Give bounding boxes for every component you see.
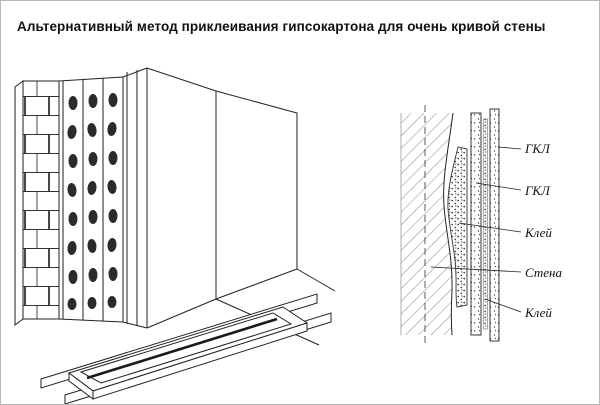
brick-pier: [14, 80, 60, 326]
label-glue-between: Клей: [524, 305, 552, 320]
leader-wall: [430, 266, 522, 273]
page-title: Альтернативный метод приклеивания гипсок…: [17, 19, 546, 34]
leader-glue-wall: [458, 222, 522, 233]
label-gkl-inner: ГКЛ: [524, 183, 551, 198]
glue-dabs: [67, 93, 118, 310]
room-corner-and-right-wall: [146, 67, 336, 346]
gypsum-board-inner: [470, 112, 482, 336]
floor-sheet: [67, 306, 309, 400]
brick-face: [22, 80, 60, 320]
leader-lines: [430, 146, 522, 313]
detail-labels: ГКЛ ГКЛ Клей Стена Клей: [524, 141, 562, 320]
glue-layer-thin: [483, 118, 488, 330]
glue-blob: [447, 146, 468, 308]
gypsum-board-outer: [489, 108, 500, 342]
glue-dab-columns: [58, 76, 124, 323]
floor-sheet-stripe: [86, 317, 278, 380]
label-glue-wall: Клей: [524, 225, 552, 240]
brick-side-face: [14, 80, 24, 326]
leader-gkl-outer: [497, 146, 522, 150]
room-illustration: [14, 67, 336, 404]
label-wall: Стена: [525, 265, 562, 280]
wall-hatch: [401, 113, 453, 335]
leader-gkl-inner: [475, 182, 522, 191]
wall-surface-line: [443, 112, 454, 336]
drywall-panel-edges: [122, 67, 148, 329]
label-gkl-outer: ГКЛ: [524, 141, 551, 156]
wall-section: [400, 105, 454, 343]
floor-sheet-end-face: [68, 372, 94, 400]
ceiling-edge: [146, 67, 217, 92]
leader-glue-between: [484, 298, 522, 313]
right-wall: [215, 90, 298, 300]
wall-base-edge: [146, 298, 217, 329]
floor-edge-2: [296, 268, 336, 292]
cross-section-detail: ГКЛ ГКЛ Клей Стена Клей: [400, 105, 562, 343]
